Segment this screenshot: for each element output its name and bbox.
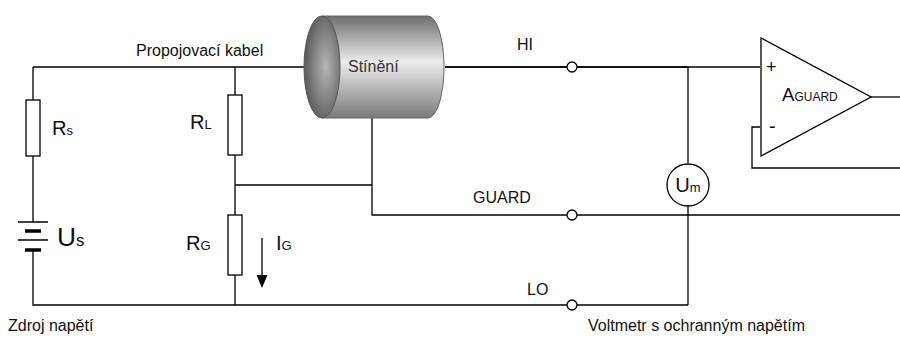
current-arrow	[261, 238, 262, 277]
node-label: Stínění	[348, 59, 399, 75]
current-arrowhead	[257, 275, 268, 288]
wire-connector	[445, 66, 760, 67]
resistor-symbol	[228, 95, 242, 155]
schematic-label: Zdroj napětí	[8, 318, 93, 334]
schematic-label: HI	[517, 37, 533, 53]
input-sign: +	[766, 58, 777, 76]
schematic-label: Voltmetr s ochranným napětím	[588, 318, 805, 334]
voltmeter-outline	[667, 164, 709, 206]
node-label: AGUARD	[782, 86, 838, 105]
wire	[33, 66, 330, 67]
schematic-label: LO	[527, 282, 548, 298]
battery-symbol	[25, 231, 41, 250]
amplifier-triangle	[761, 38, 871, 156]
resistor-symbol	[228, 215, 242, 275]
terminal	[567, 62, 577, 72]
wire	[372, 110, 900, 215]
schematic-label: RG	[186, 233, 211, 253]
schematic-label: IG	[276, 233, 292, 253]
wire	[687, 205, 688, 305]
schematic-label: Us	[57, 224, 85, 250]
terminal	[567, 210, 577, 220]
guard-amplifier: AGUARD + -	[760, 37, 872, 157]
terminal	[567, 300, 577, 310]
schematic-label: Propojovací kabel	[136, 43, 263, 59]
schematic-label: Rs	[52, 118, 73, 138]
cable-shield: Stínění	[302, 14, 445, 120]
node-label: Um	[675, 175, 700, 195]
shield-end	[304, 16, 340, 118]
input-sign: -	[769, 116, 776, 136]
wire	[870, 96, 900, 97]
resistor-symbol	[26, 100, 40, 156]
wire-connector	[445, 67, 688, 163]
schematic-label: GUARD	[473, 190, 531, 206]
wire	[32, 250, 33, 256]
voltmeter-circle: Um	[666, 163, 710, 207]
schematic-label: RL	[190, 112, 212, 132]
